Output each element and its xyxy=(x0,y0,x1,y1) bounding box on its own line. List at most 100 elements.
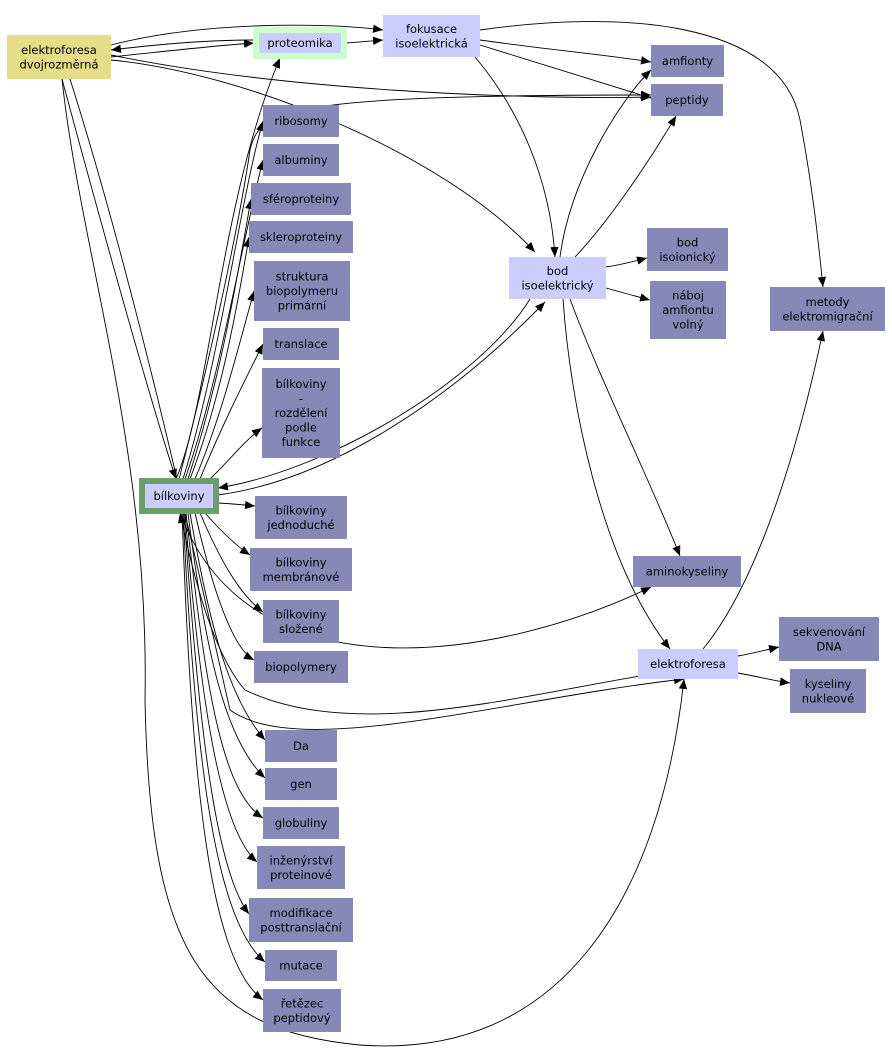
edge-arrow xyxy=(562,298,671,650)
node-box xyxy=(254,261,350,321)
node-biopolymery[interactable]: biopolymery xyxy=(254,651,348,683)
node-box xyxy=(263,105,339,137)
node-bilkoviny[interactable]: bílkoviny xyxy=(139,478,219,514)
node-label-line: skleroproteiny xyxy=(260,230,342,244)
node-box xyxy=(265,950,337,981)
edge-arrow xyxy=(204,512,251,556)
edge-arrow xyxy=(183,512,250,915)
node-box xyxy=(249,898,353,942)
node-skleroproteiny[interactable]: skleroproteiny xyxy=(249,221,353,253)
node-peptidy[interactable]: peptidy xyxy=(651,84,723,116)
edge-arrow xyxy=(574,115,677,258)
node-amfionty[interactable]: amfionty xyxy=(651,45,724,77)
node-label-line: jednoduché xyxy=(266,518,334,532)
node-box xyxy=(790,669,866,713)
node-albuminy[interactable]: albuminy xyxy=(263,144,339,176)
edge-arrow xyxy=(110,39,255,58)
node-label-line: isoionický xyxy=(659,250,716,264)
node-globuliny[interactable]: globuliny xyxy=(263,807,339,839)
node-label-line: elektromigrační xyxy=(782,309,873,323)
node-mutace[interactable]: mutace xyxy=(265,950,337,981)
node-sferoproteiny[interactable]: sféroproteiny xyxy=(251,183,351,215)
edge-arrow xyxy=(189,512,266,741)
node-box xyxy=(633,556,741,587)
node-proteomika[interactable]: proteomika xyxy=(253,27,347,59)
node-box xyxy=(250,548,352,591)
edge-arrow xyxy=(110,54,652,102)
node-translace[interactable]: translace xyxy=(263,328,339,360)
edge-arrow xyxy=(474,56,559,258)
edge-arrow xyxy=(605,256,648,268)
node-label-line: nukleové xyxy=(802,691,854,705)
node-label-line: albuminy xyxy=(274,153,328,167)
node-box xyxy=(254,651,348,683)
node-label-line: dvojrozměrná xyxy=(19,57,98,71)
edge-arrow xyxy=(569,298,681,557)
node-box xyxy=(7,35,111,79)
node-label-line: sekvenování xyxy=(793,625,866,639)
node-label-line: bod xyxy=(677,235,699,249)
node-box xyxy=(249,221,353,253)
node-label-line: bílkoviny xyxy=(153,489,204,503)
node-label-line: proteinové xyxy=(270,868,332,882)
node-label-line: gen xyxy=(290,777,312,791)
node-label-line: elektroforesa xyxy=(21,43,97,57)
edge-arrow xyxy=(737,672,791,686)
node-da[interactable]: Da xyxy=(265,730,337,762)
node-aminokyseliny[interactable]: aminokyseliny xyxy=(633,556,741,587)
node-box xyxy=(257,846,345,889)
edge-arrow xyxy=(69,78,685,730)
node-gen[interactable]: gen xyxy=(265,768,337,800)
node-elektroforesa[interactable]: elektroforesa xyxy=(638,649,738,679)
edge-arrow xyxy=(110,24,384,46)
edge-arrow xyxy=(217,500,256,510)
edge-arrow xyxy=(194,512,255,661)
node-label-line: DNA xyxy=(816,639,841,653)
edge-arrow xyxy=(178,90,652,480)
edge-arrow xyxy=(110,39,255,53)
node-label-line: globuliny xyxy=(275,816,328,830)
node-label-line: peptidy xyxy=(665,93,709,107)
node-ribosomy[interactable]: ribosomy xyxy=(263,105,339,137)
node-box xyxy=(650,281,726,339)
edge-arrow xyxy=(61,78,688,1047)
node-box xyxy=(262,368,340,458)
edge-arrow xyxy=(179,512,652,649)
edge-arrow xyxy=(61,78,177,480)
node-box xyxy=(263,328,339,360)
node-label-line: membránové xyxy=(263,570,340,584)
node-label-line: elektroforesa xyxy=(650,657,726,671)
node-box xyxy=(638,649,738,679)
node-label-line: fokusace xyxy=(406,22,457,36)
node-label-line: mutace xyxy=(279,959,322,973)
edge-arrow xyxy=(199,343,264,480)
node-label-line: bílkoviny xyxy=(275,503,326,517)
edges-layer xyxy=(61,21,827,1047)
edge-arrow xyxy=(182,120,265,480)
node-box xyxy=(651,84,723,116)
node-label-line: Da xyxy=(293,739,309,753)
node-label-line: rozdělení xyxy=(275,406,328,420)
node-label-line: aminokyseliny xyxy=(646,565,729,579)
node-label-line: peptidový xyxy=(273,1011,331,1025)
node-label-line: náboj xyxy=(672,289,704,303)
node-label-line: kyseliny xyxy=(805,677,852,691)
edge-arrow xyxy=(177,512,641,715)
node-label-line: bílkoviny xyxy=(275,607,326,621)
